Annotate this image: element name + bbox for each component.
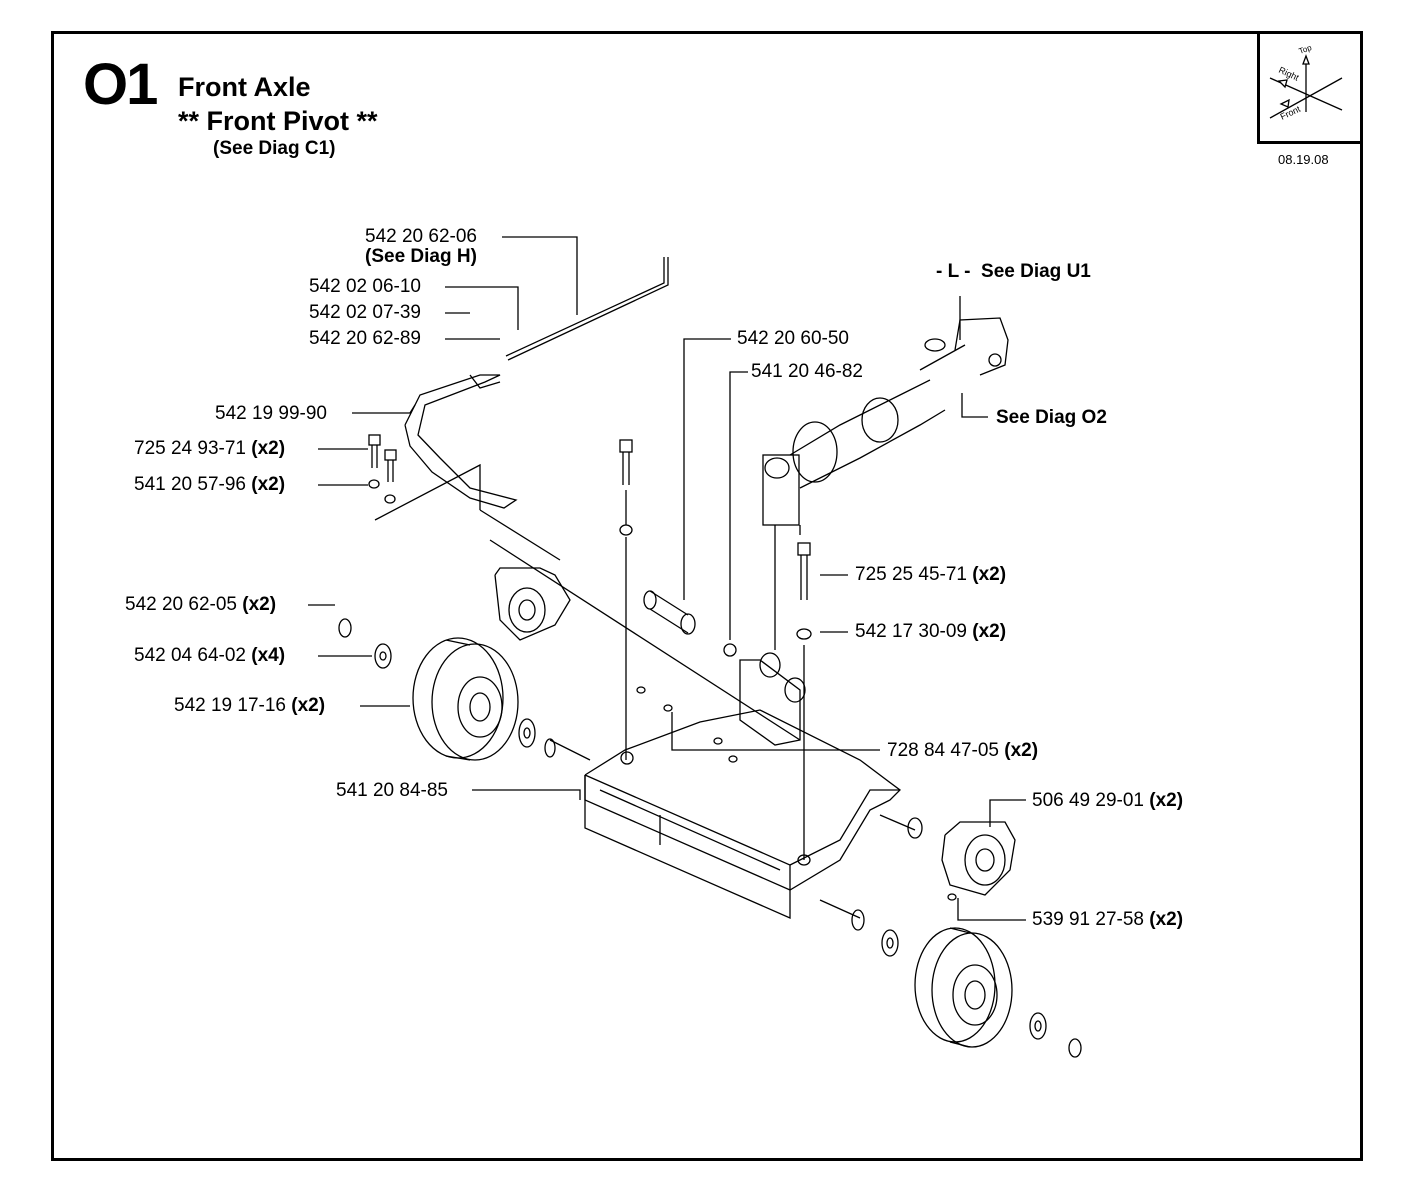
axis-top-label: Top: [1298, 43, 1314, 56]
orientation-box: [1257, 31, 1360, 144]
label-see-diag-h: (See Diag H): [365, 246, 477, 267]
label-542-20-62-06: 542 20 62-06: [365, 226, 477, 247]
label-542-02-07-39: 542 02 07-39: [309, 302, 421, 323]
axis-front-label: Front: [1279, 104, 1303, 122]
washers-left: [338, 618, 536, 748]
label-725-24-93-71: 725 24 93-71 (x2): [134, 438, 286, 459]
bracket-542-19-99-90: [404, 374, 518, 509]
label-542-20-60-50: 542 20 60-50: [737, 328, 849, 349]
label-542-20-62-89: 542 20 62-89: [309, 328, 421, 349]
label-see-diag-o2: See Diag O2: [996, 407, 1107, 428]
rod-542-20-62-06: [505, 257, 669, 361]
label-542-02-06-10: 542 02 06-10: [309, 276, 421, 297]
diagram-title: Front Axle: [178, 72, 311, 102]
diagram-code: O1: [83, 52, 158, 117]
label-see-diag-u1: - L - See Diag U1: [936, 261, 1091, 282]
diagram-date: 08.19.08: [1278, 152, 1329, 167]
leader-lines: [308, 236, 1026, 921]
wheel-right: [914, 927, 1013, 1048]
label-728-84-47-05: 728 84 47-05 (x2): [887, 740, 1039, 761]
bolt-725-25-45-71: [796, 542, 812, 860]
label-541-20-57-96: 541 20 57-96 (x2): [134, 474, 286, 495]
diagram-subtitle: ** Front Pivot **: [178, 106, 378, 136]
label-539-91-27-58: 539 91 27-58 (x2): [1032, 909, 1184, 930]
label-542-04-64-02: 542 04 64-02 (x4): [134, 645, 286, 666]
label-542-20-62-05: 542 20 62-05 (x2): [125, 594, 277, 615]
orientation-axes-icon: [1269, 54, 1343, 119]
diagram-see-ref: (See Diag C1): [213, 138, 336, 159]
label-506-49-29-01: 506 49 29-01 (x2): [1032, 790, 1184, 811]
label-541-20-46-82: 541 20 46-82: [751, 361, 863, 382]
bolts-725-24-93-71: [368, 434, 561, 561]
washers-right: [881, 929, 1082, 1058]
steering-arm-assembly: [762, 317, 1009, 650]
label-725-25-45-71: 725 25 45-71 (x2): [855, 564, 1007, 585]
bolt-center: [619, 439, 633, 760]
pivot-542-20-60-50: [643, 590, 737, 657]
label-542-19-17-16: 542 19 17-16 (x2): [174, 695, 326, 716]
label-541-20-84-85: 541 20 84-85: [336, 780, 448, 801]
wheel-left: [412, 637, 519, 761]
bearing-right: [941, 821, 1016, 901]
diagram-frame: [51, 31, 1363, 1161]
label-542-19-99-90: 542 19 99-90: [215, 403, 327, 424]
label-542-17-30-09: 542 17 30-09 (x2): [855, 621, 1007, 642]
bearing-left: [494, 567, 571, 641]
axle-frame-541-20-84-85: [489, 539, 923, 931]
